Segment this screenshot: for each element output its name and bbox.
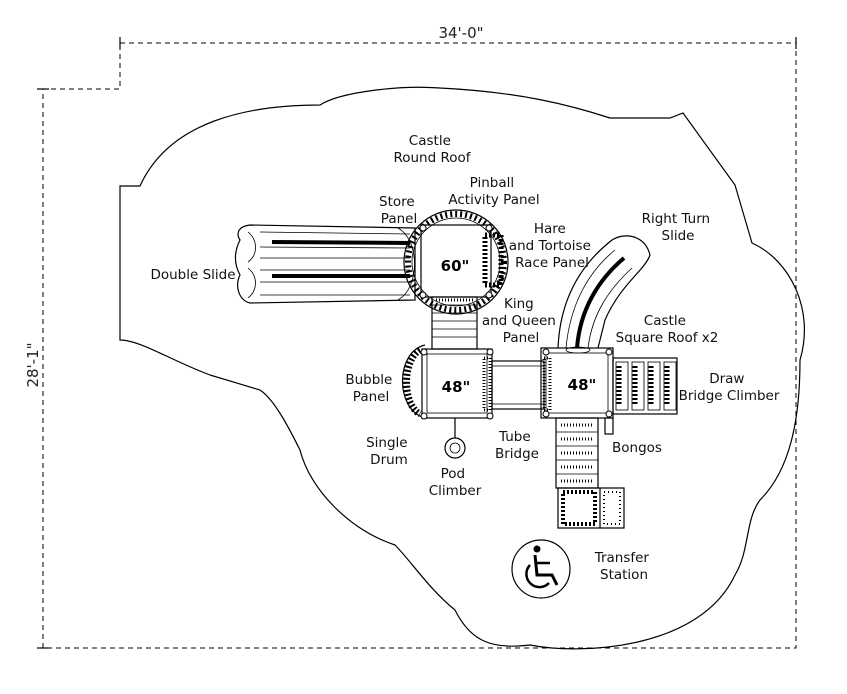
platform-height-top: 60" <box>441 257 470 275</box>
label-pinball-panel: Pinball Activity Panel <box>448 175 539 208</box>
label-bubble-panel: Bubble Panel <box>345 372 396 405</box>
right-turn-slide <box>557 235 651 354</box>
bongos <box>604 417 614 435</box>
step-connector <box>431 296 478 350</box>
use-zone-outline <box>119 86 805 650</box>
steps-down <box>555 417 599 489</box>
label-pod-climber: Pod Climber <box>429 466 482 499</box>
label-draw-bridge: Draw Bridge Climber <box>679 371 780 404</box>
label-hare-tortoise: Hare and Tortoise Race Panel <box>509 221 595 271</box>
dimension-ticks <box>37 37 797 649</box>
label-castle-round-roof: Castle Round Roof <box>393 133 471 166</box>
label-king-queen: King and Queen Panel <box>482 296 560 346</box>
right-platform: 48" <box>540 347 614 419</box>
tube-bridge <box>491 360 545 410</box>
left-platform: 48" <box>402 344 494 420</box>
double-slide <box>234 224 416 304</box>
width-dimension: 34'-0" <box>438 24 483 42</box>
label-store-panel: Store Panel <box>379 194 419 227</box>
platform-height-left: 48" <box>442 378 471 396</box>
transfer-station <box>557 487 625 529</box>
top-round-platform: 60" <box>403 209 509 315</box>
label-transfer-station: Transfer Station <box>594 550 654 583</box>
label-tube-bridge: Tube Bridge <box>495 429 539 462</box>
label-single-drum: Single Drum <box>366 435 412 468</box>
pod-climber <box>444 418 466 459</box>
label-double-slide: Double Slide <box>150 267 235 283</box>
wheelchair-icon <box>511 539 571 599</box>
platform-height-right: 48" <box>568 376 597 394</box>
label-right-turn-slide: Right Turn Slide <box>642 211 715 244</box>
label-bongos: Bongos <box>612 440 662 456</box>
draw-bridge-climber <box>612 357 678 415</box>
label-castle-square-roof: Castle Square Roof x2 <box>616 313 719 346</box>
height-dimension: 28'-1" <box>24 342 42 387</box>
